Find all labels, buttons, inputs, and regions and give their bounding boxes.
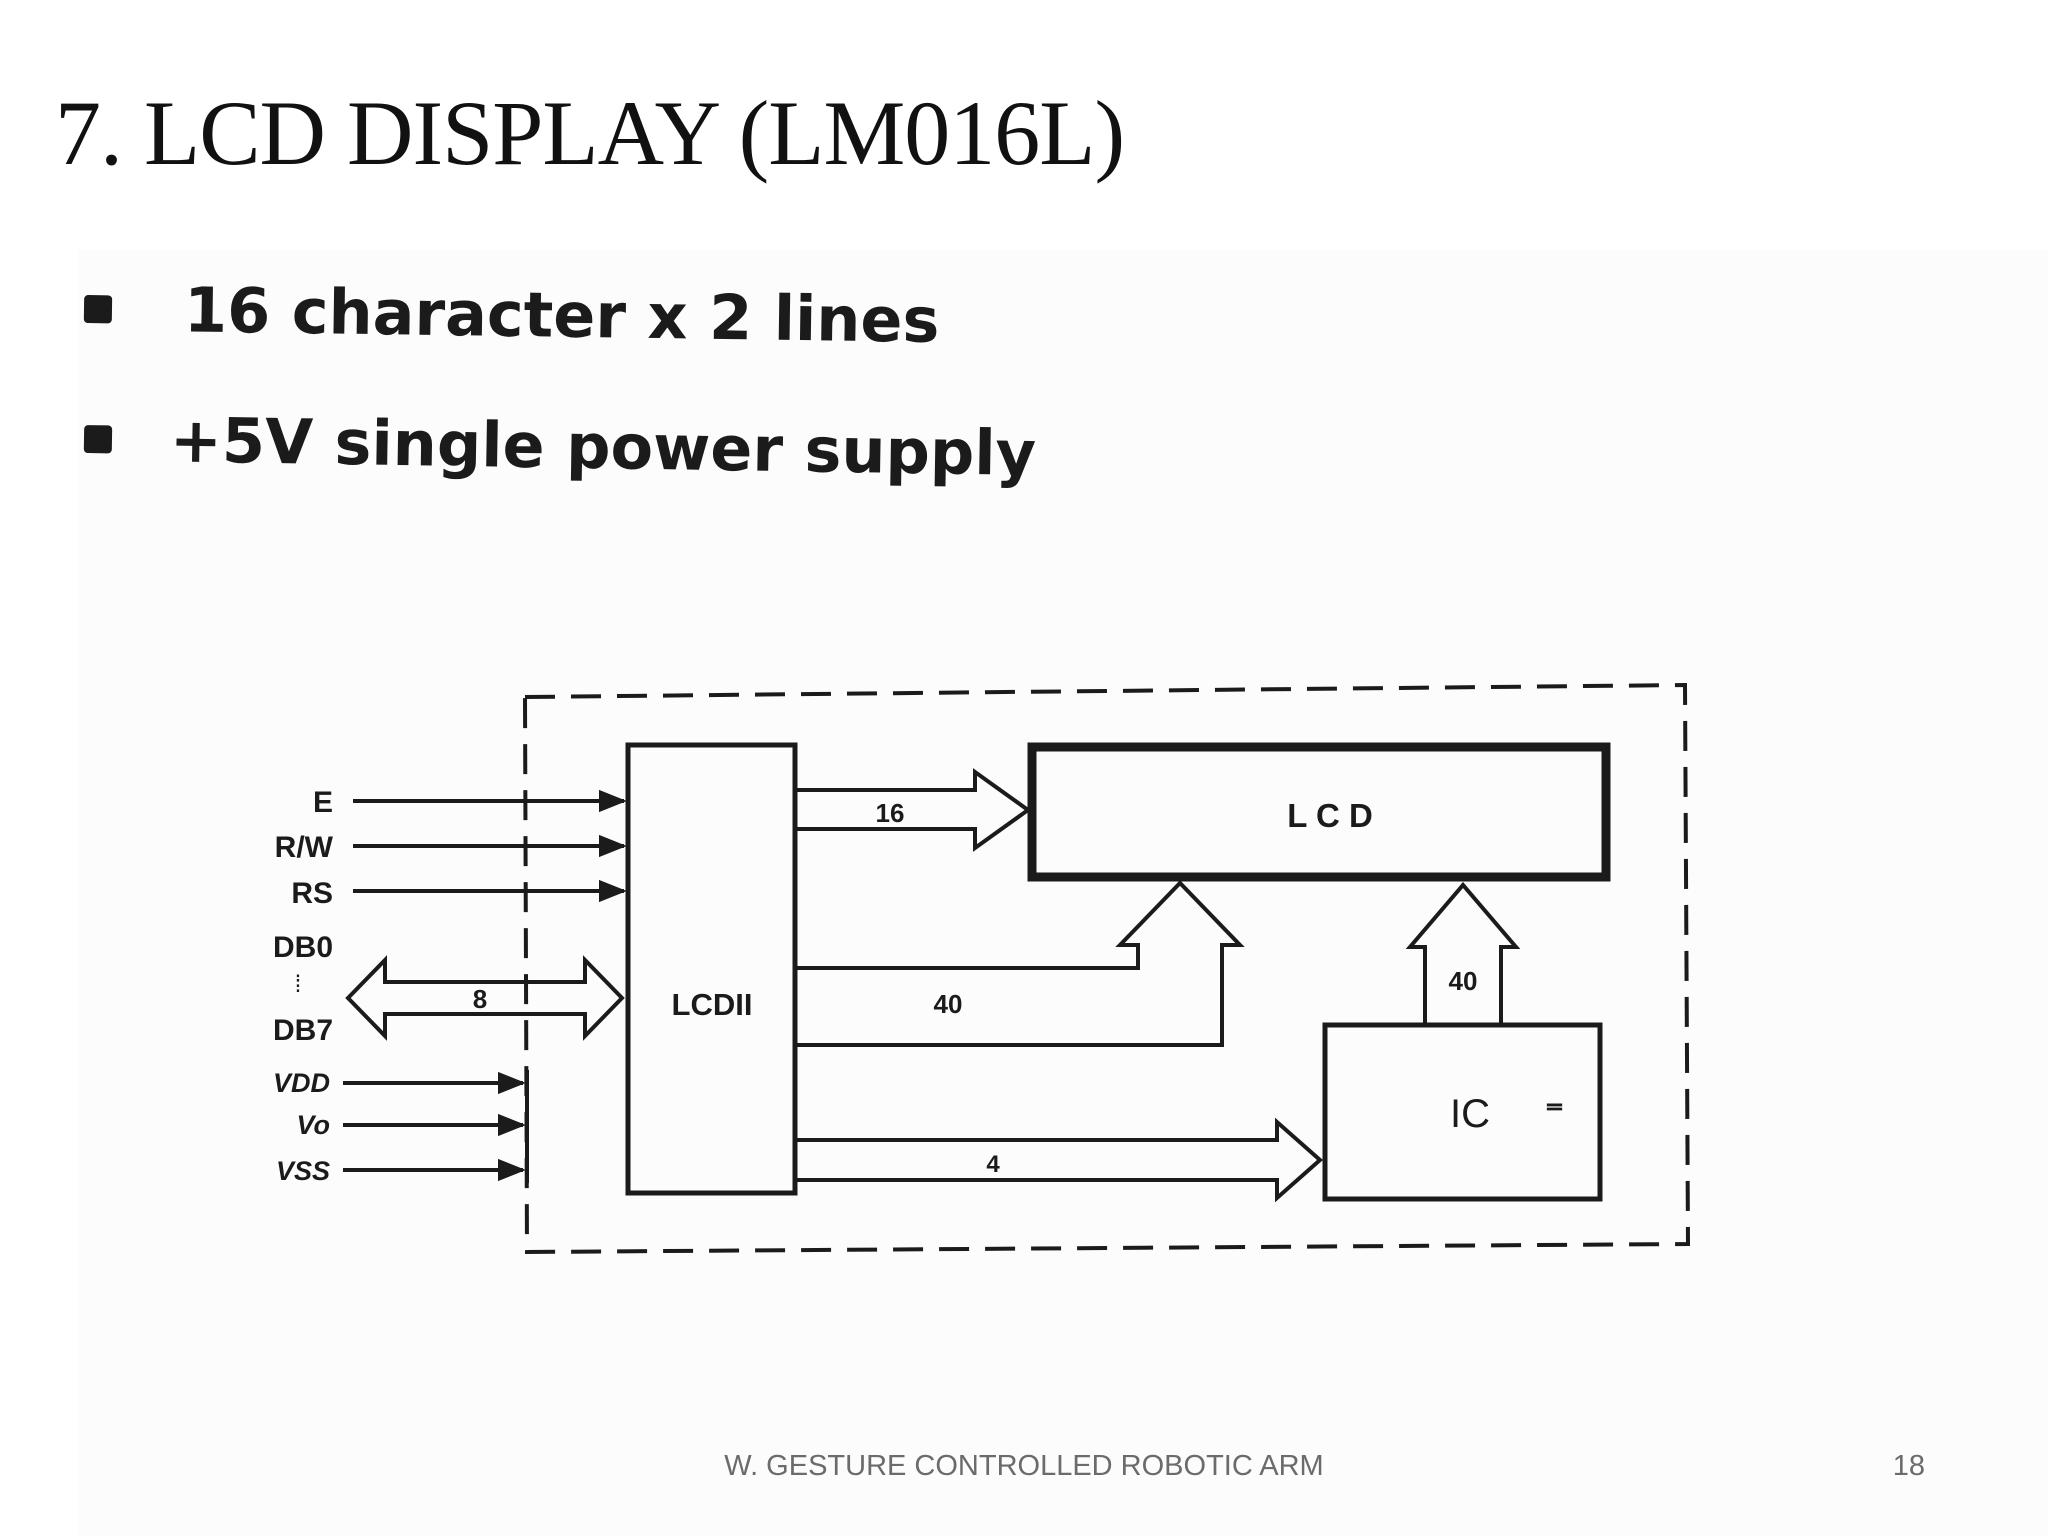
pin-label-vss: VSS (276, 1156, 330, 1186)
data-bus-width: 8 (473, 984, 487, 1014)
row-bus-width: 40 (934, 989, 963, 1019)
ic-label: IC (1450, 1092, 1490, 1136)
column-bus-arrow (797, 768, 1032, 852)
pin-label-vo: Vo (297, 1110, 331, 1140)
module-boundary (522, 682, 1691, 1255)
ic-control-bus-arrow (797, 1117, 1324, 1203)
ic-control-bus-width: 4 (986, 1151, 1000, 1178)
column-bus-width: 16 (876, 798, 905, 828)
pin-label-db-separator: ⁞ (295, 971, 302, 998)
ic-to-lcd-arrow (1405, 881, 1521, 1025)
slide-title: 7. LCD DISPLAY (LM016L) (55, 82, 1125, 184)
page-number: 18 (1892, 1450, 1925, 1482)
row-bus-arrow (797, 880, 1245, 1047)
slide-footer: W. GESTURE CONTROLLED ROBOTIC ARM (724, 1450, 1324, 1482)
data-bus-arrow (345, 955, 625, 1041)
lcd-panel-block (1027, 742, 1611, 882)
pin-label-e: E (313, 786, 333, 819)
pin-label-db7: DB7 (273, 1014, 333, 1047)
ic-mark: ⁼ (1545, 1092, 1564, 1133)
pin-label-db0: DB0 (273, 931, 333, 964)
pin-label-vdd: VDD (273, 1068, 330, 1098)
ic-block (1322, 1022, 1603, 1202)
lcd-controller-block (625, 742, 798, 1196)
ic-to-lcd-width: 40 (1449, 966, 1478, 996)
pin-label-rs: RS (291, 877, 333, 910)
lcd-panel-label: L C D (1287, 797, 1373, 834)
pin-label-rw: R/W (275, 831, 334, 864)
lcd-controller-label: LCDII (672, 987, 753, 1022)
